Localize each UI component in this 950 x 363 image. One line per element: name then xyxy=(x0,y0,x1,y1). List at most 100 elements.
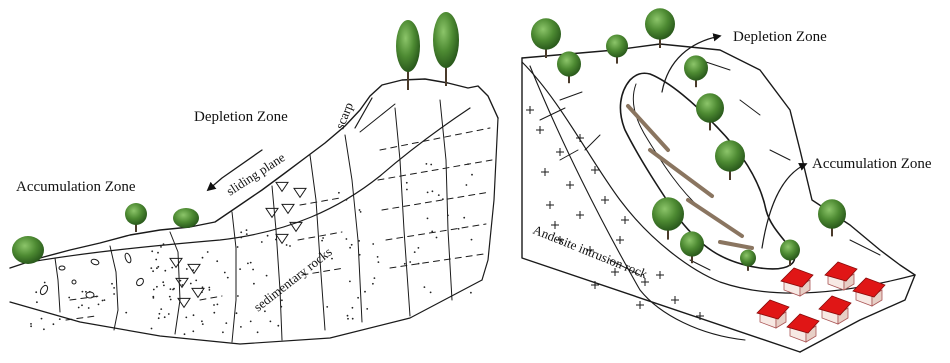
left-stratum-line xyxy=(55,258,60,312)
left-scarp-line xyxy=(360,104,395,132)
sediment-dot xyxy=(156,267,158,269)
breccia-triangle xyxy=(276,182,288,191)
left-landslide-cross-section: Accumulation Zone Depletion Zone sliding… xyxy=(10,12,498,344)
sediment-dot xyxy=(357,297,359,299)
sediment-dot xyxy=(170,299,172,301)
sediment-dot xyxy=(280,306,282,308)
sediment-dot xyxy=(170,288,172,290)
andesite-plus-mark xyxy=(601,196,609,204)
sediment-dot xyxy=(157,252,159,254)
sediment-dot xyxy=(160,308,162,310)
sediment-dot xyxy=(236,312,238,314)
sediment-dot xyxy=(96,296,98,298)
right-accumulation-pointer xyxy=(762,164,806,248)
sediment-dot xyxy=(250,321,252,323)
sediment-dot xyxy=(338,192,340,194)
left-section-bottom-edge xyxy=(10,280,482,344)
sediment-dot xyxy=(171,267,173,269)
sediment-dot xyxy=(346,199,348,201)
sediment-dot xyxy=(431,231,433,233)
sediment-dot xyxy=(30,323,32,325)
sediment-dot xyxy=(185,317,187,319)
sediment-dot xyxy=(217,304,219,306)
sediment-dot xyxy=(152,270,154,272)
sediment-dot xyxy=(78,307,80,309)
sediment-dot xyxy=(281,299,283,301)
sediment-dot xyxy=(41,318,43,320)
house xyxy=(757,300,789,328)
sediment-dot xyxy=(359,209,361,211)
sediment-dot xyxy=(213,312,215,314)
sediment-dot xyxy=(253,283,255,285)
sediment-dot xyxy=(159,313,161,315)
sediment-dot xyxy=(406,182,408,184)
sediment-dot xyxy=(247,263,249,265)
house xyxy=(825,262,857,290)
sediment-dot xyxy=(208,287,210,289)
left-sedimentary-rocks-label: sedimentary rocks xyxy=(251,244,335,314)
right-houses-group xyxy=(757,262,885,342)
andesite-plus-mark xyxy=(541,168,549,176)
right-depletion-zone-label: Depletion Zone xyxy=(733,29,827,45)
sediment-dot xyxy=(267,235,269,237)
sediment-dot xyxy=(359,254,361,256)
sediment-dot xyxy=(270,321,272,323)
sediment-dot xyxy=(82,291,84,293)
sediment-dot xyxy=(164,270,166,272)
sediment-dot xyxy=(209,289,211,291)
right-landslide-block-diagram: Depletion Zone Accumulation Zone Andesit… xyxy=(522,8,932,352)
breccia-triangle xyxy=(266,208,278,217)
house xyxy=(853,278,885,306)
sediment-dot xyxy=(467,163,469,165)
sediment-dot xyxy=(151,328,153,330)
breccia-triangle xyxy=(188,264,200,273)
sediment-dot xyxy=(239,268,241,270)
left-tree-top-2 xyxy=(433,12,459,86)
sediment-dot xyxy=(162,281,164,283)
sediment-dot xyxy=(168,313,170,315)
sediment-dot xyxy=(349,281,351,283)
sediment-dot xyxy=(438,194,440,196)
sediment-dot xyxy=(246,233,248,235)
sediment-dot xyxy=(216,260,218,262)
left-tree-mid xyxy=(125,203,147,232)
sediment-dot xyxy=(153,289,155,291)
sediment-dot xyxy=(201,320,203,322)
sediment-dot xyxy=(427,218,429,220)
sediment-dot xyxy=(261,241,263,243)
sediment-dot xyxy=(246,229,248,231)
sediment-dot xyxy=(192,330,194,332)
sediment-dot xyxy=(374,277,376,279)
sediment-dot xyxy=(53,323,55,325)
sediment-dot xyxy=(286,244,288,246)
sediment-dot xyxy=(164,316,166,318)
sediment-dot xyxy=(227,277,229,279)
sediment-dot xyxy=(252,269,254,271)
sediment-dot xyxy=(377,256,379,258)
sediment-dot xyxy=(471,239,473,241)
sediment-dot xyxy=(111,283,113,285)
sediment-dot xyxy=(404,263,406,265)
andesite-plus-mark xyxy=(566,181,574,189)
sediment-dot xyxy=(180,280,182,282)
sediment-dot xyxy=(240,237,242,239)
sediment-dot xyxy=(250,262,252,264)
sediment-dot xyxy=(85,291,87,293)
andesite-plus-mark xyxy=(536,126,544,134)
left-tree-left xyxy=(12,236,44,264)
house xyxy=(819,296,851,324)
tree xyxy=(684,55,708,87)
sediment-dot xyxy=(347,318,349,320)
sediment-dot xyxy=(193,314,195,316)
sediment-dot xyxy=(275,239,277,241)
tree xyxy=(696,93,724,130)
right-accumulation-zone-label: Accumulation Zone xyxy=(812,156,932,172)
sediment-dot xyxy=(430,164,432,166)
left-tree-shrub xyxy=(173,208,199,228)
sediment-dot xyxy=(289,245,291,247)
house xyxy=(781,268,813,296)
sediment-dot xyxy=(68,297,70,299)
sediment-dot xyxy=(152,296,154,298)
sediment-dot xyxy=(207,251,209,253)
sediment-dot xyxy=(463,217,465,219)
